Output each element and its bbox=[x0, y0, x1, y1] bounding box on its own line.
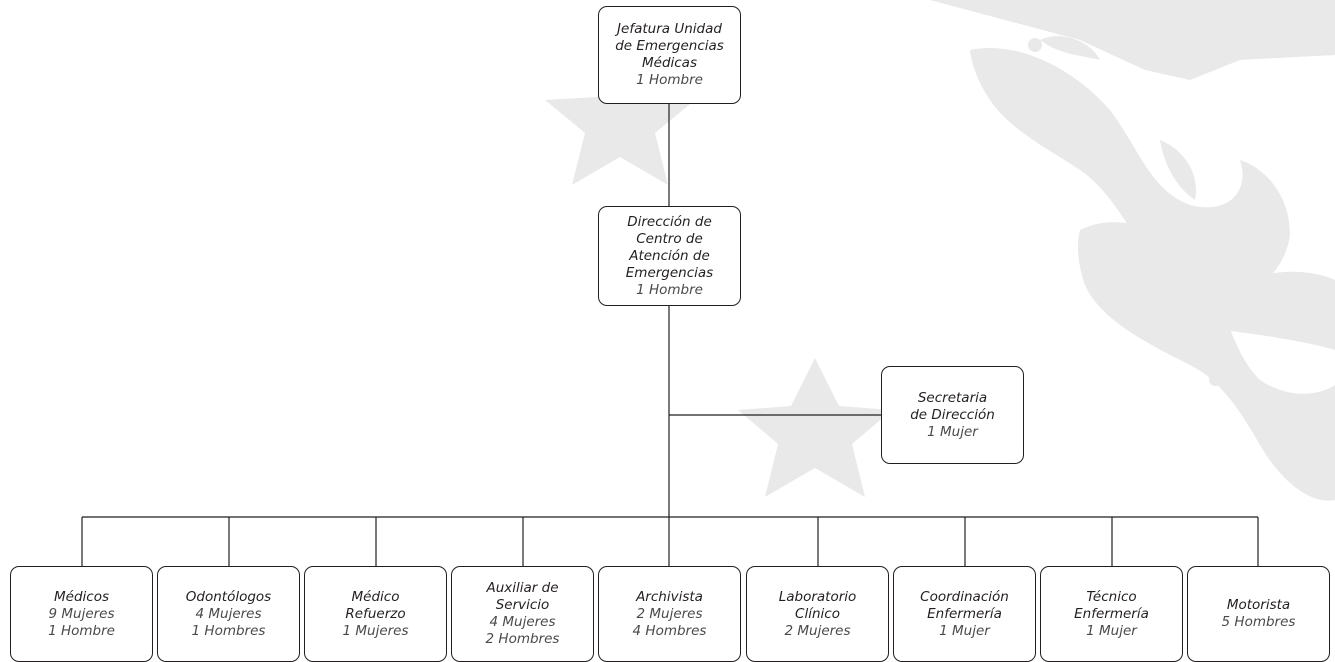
watermark-emblem-feather-1 bbox=[1040, 36, 1100, 60]
watermark-emblem-tail bbox=[1210, 271, 1335, 350]
node-count: 1 Hombres bbox=[191, 622, 266, 639]
node-count: 9 Mujeres bbox=[48, 605, 115, 622]
node-title: Enfermería bbox=[1074, 605, 1149, 622]
watermark-dot-1 bbox=[1028, 38, 1042, 52]
node-medicos: Médicos 9 Mujeres 1 Hombre bbox=[10, 566, 153, 662]
node-medico-refuerzo: Médico Refuerzo 1 Mujeres bbox=[304, 566, 447, 662]
node-laboratorio-clinico: Laboratorio Clínico 2 Mujeres bbox=[746, 566, 889, 662]
node-tecnico-enfermeria: Técnico Enfermería 1 Mujer bbox=[1040, 566, 1183, 662]
node-count: 1 Hombre bbox=[636, 281, 703, 298]
watermark-dot-2 bbox=[1055, 25, 1065, 35]
node-secretaria: Secretaria de Dirección 1 Mujer bbox=[881, 366, 1024, 464]
node-title: Coordinación bbox=[920, 588, 1009, 605]
node-count: 1 Mujeres bbox=[342, 622, 409, 639]
node-title: Refuerzo bbox=[345, 605, 406, 622]
node-title: Emergencias bbox=[625, 264, 714, 281]
watermark-dot-3 bbox=[1209, 374, 1221, 386]
node-count: 5 Hombres bbox=[1221, 614, 1296, 630]
node-title: de Emergencias bbox=[615, 38, 724, 54]
node-direccion: Dirección de Centro de Atención de Emerg… bbox=[598, 206, 741, 306]
node-title: Auxiliar de bbox=[486, 580, 559, 596]
node-title: Médicos bbox=[54, 588, 109, 605]
node-title: Centro de bbox=[636, 230, 703, 247]
node-count: 1 Mujer bbox=[927, 423, 978, 440]
node-title: de Dirección bbox=[910, 406, 995, 423]
node-motorista: Motorista 5 Hombres bbox=[1187, 566, 1330, 662]
node-count: 1 Hombre bbox=[636, 72, 703, 88]
node-title: Atención de bbox=[629, 247, 710, 264]
node-title: Laboratorio bbox=[778, 588, 857, 605]
watermark-emblem-top bbox=[930, 0, 1335, 80]
node-count: 4 Mujeres bbox=[489, 614, 556, 630]
node-title: Jefatura Unidad bbox=[617, 21, 722, 37]
watermark-star-middle bbox=[738, 358, 892, 497]
node-auxiliar-servicio: Auxiliar de Servicio 4 Mujeres 2 Hombres bbox=[451, 566, 594, 662]
watermark-star-top bbox=[545, 50, 695, 185]
node-count: 1 Hombre bbox=[48, 622, 115, 639]
node-title: Dirección de bbox=[627, 213, 712, 230]
node-title: Clínico bbox=[795, 605, 840, 622]
node-count: 4 Hombres bbox=[632, 622, 707, 639]
node-count: 1 Mujer bbox=[939, 622, 990, 639]
node-coordinacion-enfermeria: Coordinación Enfermería 1 Mujer bbox=[893, 566, 1036, 662]
node-title: Archivista bbox=[636, 588, 703, 605]
node-title: Motorista bbox=[1226, 597, 1291, 613]
node-title: Odontólogos bbox=[185, 588, 272, 605]
watermark-emblem-wing bbox=[970, 48, 1290, 301]
node-title: Médico bbox=[351, 588, 400, 605]
watermark-emblem-feather-2 bbox=[1160, 140, 1196, 200]
node-title: Técnico bbox=[1086, 588, 1137, 605]
watermark-emblem-lower bbox=[1077, 222, 1335, 501]
node-count: 2 Hombres bbox=[485, 631, 560, 647]
node-count: 1 Mujer bbox=[1086, 622, 1137, 639]
node-title: Médicas bbox=[641, 55, 697, 71]
node-title: Secretaria bbox=[917, 389, 988, 406]
node-archivista: Archivista 2 Mujeres 4 Hombres bbox=[598, 566, 741, 662]
node-count: 2 Mujeres bbox=[636, 605, 703, 622]
node-count: 4 Mujeres bbox=[195, 605, 262, 622]
node-count: 2 Mujeres bbox=[784, 622, 851, 639]
node-title: Servicio bbox=[495, 597, 550, 613]
node-jefatura: Jefatura Unidad de Emergencias Médicas 1… bbox=[598, 6, 741, 104]
node-title: Enfermería bbox=[927, 605, 1002, 622]
node-odontologos: Odontólogos 4 Mujeres 1 Hombres bbox=[157, 566, 300, 662]
